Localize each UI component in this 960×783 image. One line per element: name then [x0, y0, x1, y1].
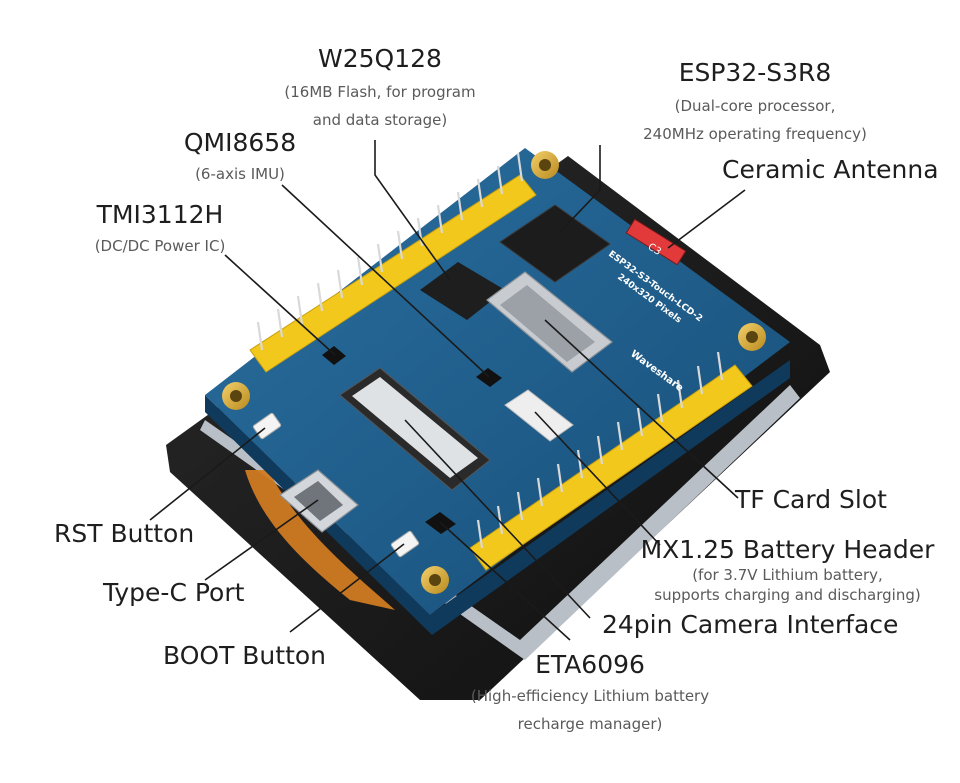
fpc-ribbon [245, 470, 395, 610]
label-tmi3112h: TMI3112H (DC/DC Power IC) [75, 200, 245, 256]
mx125-title: MX1.25 Battery Header [640, 535, 935, 564]
label-qmi8658: QMI8658 (6-axis IMU) [165, 128, 315, 184]
leader-qmi8658 [281, 184, 490, 378]
camera-connector-inner [352, 377, 478, 478]
mx125-desc-2: supports charging and discharging) [654, 586, 921, 604]
eta6096-desc-2: recharge manager) [517, 715, 663, 733]
tmi3112h-title: TMI3112H [96, 200, 224, 229]
power-ic [322, 346, 346, 365]
mx125-desc-1: (for 3.7V Lithium battery, [692, 566, 883, 584]
leader-tfcard [544, 319, 739, 499]
eta6096-desc-1: (High-efficiency Lithium battery [470, 687, 710, 705]
label-esp32: ESP32-S3R8 (Dual-core processor, 240MHz … [610, 58, 900, 144]
tfcard-title: TF Card Slot [735, 485, 887, 514]
header-left [249, 174, 537, 373]
pcb-side [205, 360, 790, 635]
qmi8658-title: QMI8658 [183, 128, 297, 157]
imu-chip [476, 368, 502, 387]
flash-chip [420, 262, 505, 320]
label-w25q128: W25Q128 (16MB Flash, for program and dat… [280, 44, 480, 130]
leader-w25q128 [374, 140, 451, 281]
tf-slot-inner [500, 285, 595, 362]
leader-rst [149, 427, 266, 521]
label-mx125: MX1.25 Battery Header (for 3.7V Lithium … [640, 535, 935, 605]
mounting-holes [222, 151, 766, 594]
leader-boot [289, 543, 405, 633]
antenna-title: Ceramic Antenna [722, 155, 939, 184]
label-eta6096: ETA6096 (High-efficiency Lithium battery… [440, 650, 740, 734]
label-antenna: Ceramic Antenna [722, 155, 939, 185]
leader-typec [204, 499, 319, 581]
camera-title: 24pin Camera Interface [602, 610, 899, 639]
ceramic-antenna [625, 218, 687, 266]
boot-title: BOOT Button [163, 641, 327, 670]
leader-antenna [667, 189, 746, 249]
w25q128-desc-1: (16MB Flash, for program [284, 83, 476, 101]
leader-lines [149, 140, 746, 641]
w25q128-desc-2: and data storage) [312, 111, 448, 129]
w25q128-title: W25Q128 [318, 44, 442, 73]
rst-title: RST Button [54, 519, 195, 548]
label-boot: BOOT Button [163, 641, 326, 671]
leader-eta6096 [439, 521, 571, 641]
leader-mx125 [534, 411, 661, 546]
leader-esp32 [559, 145, 601, 233]
qmi8658-desc-1: (6-axis IMU) [195, 165, 285, 183]
header-right [469, 364, 753, 571]
esp32-desc-2: 240MHz operating frequency) [643, 125, 867, 143]
leader-camera [404, 419, 591, 619]
label-tfcard: TF Card Slot [735, 485, 887, 515]
label-rst: RST Button [54, 519, 194, 549]
esp32-chip [499, 204, 611, 283]
label-typec: Type-C Port [103, 578, 244, 608]
eta6096-title: ETA6096 [535, 650, 645, 679]
esp32-title: ESP32-S3R8 [678, 58, 832, 87]
leader-tmi3112h [224, 254, 336, 356]
header-pins [256, 152, 724, 549]
label-camera: 24pin Camera Interface [602, 610, 898, 640]
esp32-desc-1: (Dual-core processor, [674, 97, 836, 115]
tmi3112h-desc-1: (DC/DC Power IC) [94, 237, 226, 255]
pcb [205, 148, 790, 615]
typec-title: Type-C Port [103, 578, 245, 607]
typec-opening [294, 481, 343, 521]
